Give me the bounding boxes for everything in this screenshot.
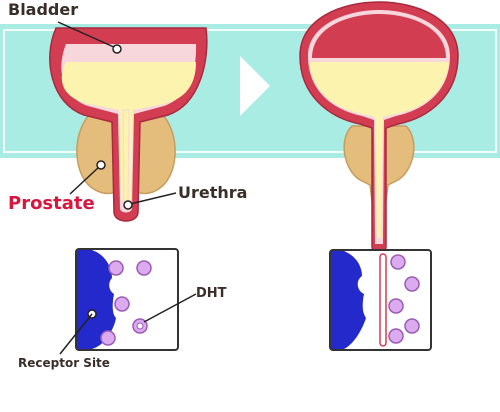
urethra-left <box>122 109 130 207</box>
label-bladder: Bladder <box>8 0 79 19</box>
label-receptor-site: Receptor Site <box>18 356 110 370</box>
dht-molecule <box>404 318 420 334</box>
prostate-pointer-line <box>69 165 101 195</box>
blocker-barrier <box>379 253 387 347</box>
bladder-pointer-line <box>57 21 117 49</box>
background-band-border <box>3 29 497 153</box>
dht-pointer-line <box>143 293 197 323</box>
label-dht: DHT <box>196 286 227 301</box>
urethra-pointer-line <box>129 192 177 205</box>
dht-molecule <box>404 276 420 292</box>
dht-molecule <box>108 260 124 276</box>
dht-molecule <box>136 260 152 276</box>
dht-molecule <box>388 328 404 344</box>
receptor-box-right <box>329 249 432 351</box>
label-urethra: Urethra <box>178 183 248 202</box>
receptor-pointer-line <box>59 313 93 355</box>
label-pointers <box>57 21 177 210</box>
normal-prostate-diagram <box>299 1 459 255</box>
receptor-site-left <box>77 250 116 349</box>
prostate-pointer-dot <box>96 160 106 170</box>
label-prostate: Prostate <box>8 193 95 214</box>
enlarged-prostate-diagram <box>49 27 208 222</box>
receptor-site-right <box>331 251 366 349</box>
bladder-pointer-dot <box>112 44 122 54</box>
dht-molecule <box>388 298 404 314</box>
receptor-box-left <box>59 248 197 355</box>
dht-molecule <box>390 254 406 270</box>
dht-molecule <box>114 296 130 312</box>
dht-molecule <box>100 330 116 346</box>
urethra-pointer-dot <box>123 200 133 210</box>
urine-right <box>309 62 449 238</box>
arrow-right-icon <box>240 56 270 116</box>
bladder-wall-top-right <box>312 14 446 58</box>
dht-molecule-center <box>136 322 144 330</box>
